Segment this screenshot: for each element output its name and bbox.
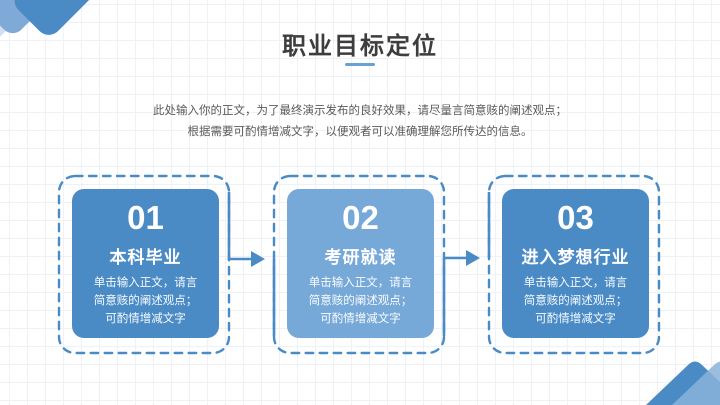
step-number: 01 bbox=[127, 199, 164, 236]
intro-line-1: 此处输入你的正文，为了最终演示发布的良好效果，请尽量言简意赅的阐述观点； bbox=[153, 105, 567, 117]
arrow-right-icon bbox=[251, 251, 265, 267]
step-body: 单击输入正文，请言 简意赅的阐述观点； 可酌情增减文字 bbox=[94, 275, 198, 328]
connector-line-1 bbox=[227, 192, 251, 261]
step-body-line: 可酌情增减文字 bbox=[535, 312, 616, 325]
step-body: 单击输入正文，请言 简意赅的阐述观点； 可酌情增减文字 bbox=[309, 275, 413, 328]
step-title: 本科毕业 bbox=[109, 247, 182, 267]
corner-decoration-bottom-right bbox=[646, 361, 720, 405]
step-body-line: 可酌情增减文字 bbox=[105, 312, 186, 325]
step-card-1: 01 本科毕业 单击输入正文，请言 简意赅的阐述观点； 可酌情增减文字 bbox=[72, 189, 219, 338]
step-card-2: 02 考研就读 单击输入正文，请言 简意赅的阐述观点； 可酌情增减文字 bbox=[287, 189, 434, 338]
step-body-line: 单击输入正文，请言 bbox=[308, 276, 413, 289]
step-number: 03 bbox=[557, 199, 594, 236]
step-title: 进入梦想行业 bbox=[521, 247, 630, 267]
title-underline bbox=[345, 63, 375, 66]
step-body-line: 简意赅的阐述观点； bbox=[523, 294, 628, 307]
step-body-line: 单击输入正文，请言 bbox=[93, 276, 198, 289]
step-title: 考研就读 bbox=[324, 247, 397, 267]
step-card-3: 03 进入梦想行业 单击输入正文，请言 简意赅的阐述观点； 可酌情增减文字 bbox=[502, 189, 649, 338]
ribbon-dark bbox=[646, 361, 720, 405]
step-body-line: 可酌情增减文字 bbox=[320, 312, 401, 325]
step-number: 02 bbox=[342, 199, 379, 236]
step-body-line: 单击输入正文，请言 bbox=[523, 276, 628, 289]
arrow-right-icon bbox=[466, 250, 480, 266]
intro-line-2: 根据需要可酌情增减文字，以便观者可以准确理解您所传达的信息。 bbox=[187, 126, 533, 139]
step-body: 单击输入正文，请言 简意赅的阐述观点； 可酌情增减文字 bbox=[524, 275, 628, 328]
intro-text: 此处输入你的正文，为了最终演示发布的良好效果，请尽量言简意赅的阐述观点； 根据需… bbox=[0, 101, 720, 144]
page-title: 职业目标定位 bbox=[282, 33, 438, 60]
step-body-line: 简意赅的阐述观点； bbox=[308, 294, 413, 307]
ribbon-light bbox=[672, 361, 720, 405]
step-body-line: 简意赅的阐述观点； bbox=[93, 294, 198, 307]
